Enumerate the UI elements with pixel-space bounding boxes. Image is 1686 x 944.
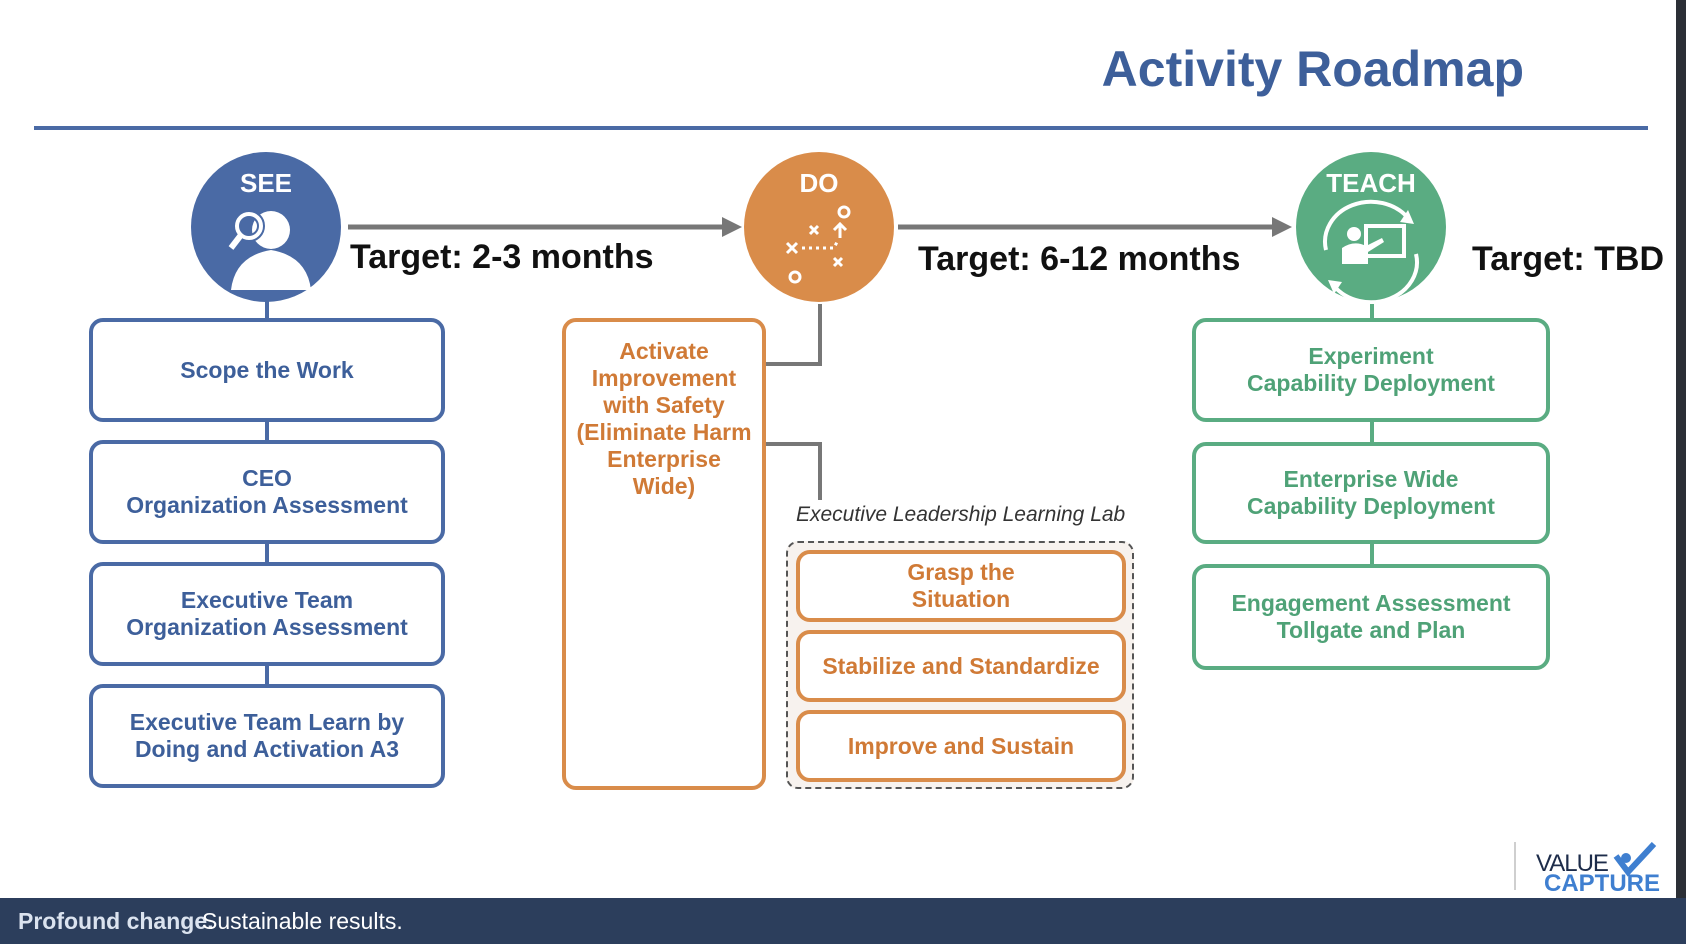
footer-bar: Profound change. Sustainable results. [0, 898, 1686, 944]
play-diagram-icon [785, 205, 851, 284]
teach-phase-label: TEACH [1326, 168, 1416, 198]
footer-tagline-bold: Profound change. [18, 908, 214, 934]
ceo-assessment-box: CEO Organization Assessment [89, 440, 445, 544]
activate-improvement-box: Activate Improvement with Safety (Elimin… [562, 318, 766, 790]
experiment-deployment-box: Experiment Capability Deployment [1192, 318, 1550, 422]
see-connector [265, 664, 269, 686]
grasp-situation-box: Grasp the Situation [796, 550, 1126, 622]
see-connector [265, 300, 269, 320]
see-target-label: Target: 2-3 months [350, 238, 654, 276]
teach-target-label: Target: TBD [1472, 240, 1665, 278]
logo-value-text: VALUE [1536, 850, 1609, 877]
teach-phase-circle: TEACH [1296, 152, 1446, 302]
learning-lab-label: Executive Leadership Learning Lab [796, 503, 1126, 526]
see-phase-label: SEE [239, 168, 293, 198]
see-connector [265, 542, 269, 564]
teaching-cycle-icon [1323, 199, 1419, 302]
title-divider [34, 126, 1648, 130]
do-phase-circle: DO [744, 152, 894, 302]
stabilize-standardize-box: Stabilize and Standardize [796, 630, 1126, 702]
scope-work-box: Scope the Work [89, 318, 445, 422]
page-title: Activity Roadmap [1101, 41, 1524, 97]
checkmark-logo-icon [1613, 842, 1657, 877]
learn-by-doing-box: Executive Team Learn by Doing and Activa… [89, 684, 445, 788]
logo-divider [1514, 842, 1516, 890]
window-edge [1676, 0, 1686, 944]
footer-tagline: Sustainable results. [202, 908, 403, 934]
teach-connector [1370, 542, 1374, 566]
enterprise-deployment-box: Enterprise Wide Capability Deployment [1192, 442, 1550, 544]
do-phase-label: DO [799, 168, 839, 198]
teach-connector [1370, 420, 1374, 444]
improve-sustain-box: Improve and Sustain [796, 710, 1126, 782]
see-connector [265, 420, 269, 442]
teach-connector [1370, 304, 1374, 320]
executive-team-assessment-box: Executive Team Organization Assessment [89, 562, 445, 666]
do-target-label: Target: 6-12 months [918, 240, 1241, 278]
engagement-assessment-box: Engagement Assessment Tollgate and Plan [1192, 564, 1550, 670]
see-phase-circle: SEE [191, 152, 341, 302]
magnifier-person-icon [228, 210, 311, 290]
logo-capture-text: CAPTURE [1544, 870, 1661, 897]
